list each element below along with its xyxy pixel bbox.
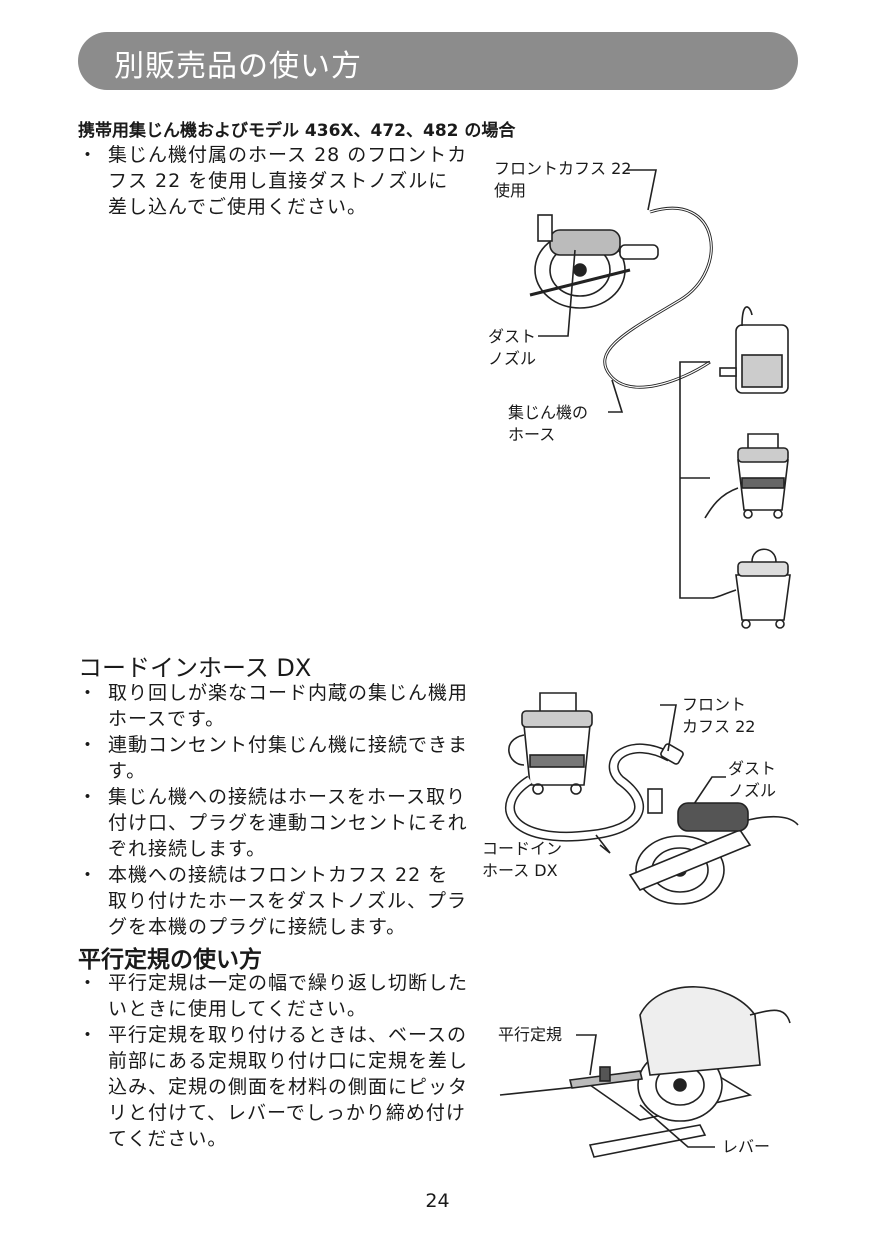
vacuum-hose-illustration	[529, 169, 791, 629]
page-title-bar: 別販売品の使い方	[78, 32, 798, 90]
label-vacuum-hose: 集じん機の ホース	[508, 403, 589, 444]
section3-heading: 平行定規の使い方	[78, 947, 262, 973]
label-cord-in-hose: コードイン ホース DX	[482, 839, 563, 880]
cord-in-hose-illustration	[505, 692, 799, 905]
list-item: 集じん機付属のホース 28 のフロントカフス 22 を使用し直接ダストノズルに差…	[78, 142, 468, 220]
parallel-guide-illustration	[499, 986, 791, 1158]
list-item: 本機への接続はフロントカフス 22 を取り付けたホースをダストノズル、プラグを本…	[78, 862, 468, 940]
label-dust-nozzle: ダスト ノズル	[728, 759, 777, 800]
page-title: 別販売品の使い方	[114, 49, 362, 84]
list-item: 平行定規は一定の幅で繰り返し切断したいときに使用してください。	[78, 970, 468, 1022]
label-front-cuff: フロントカフス 22 使用	[494, 159, 632, 200]
list-item: 取り回しが楽なコード内蔵の集じん機用ホースです。	[78, 680, 468, 732]
label-lever: レバー	[722, 1137, 771, 1156]
section2-heading: コードインホース DX	[78, 654, 312, 682]
list-item: 平行定規を取り付けるときは、ベースの前部にある定規取り付け口に定規を差し込み、定…	[78, 1022, 468, 1152]
section1-heading: 携帯用集じん機およびモデル 436X、472、482 の場合	[78, 121, 516, 141]
list-item: 連動コンセント付集じん機に接続できます。	[78, 732, 468, 784]
section3-bullets: 平行定規は一定の幅で繰り返し切断したいときに使用してください。 平行定規を取り付…	[78, 970, 468, 1152]
label-parallel-guide: 平行定規	[498, 1025, 563, 1044]
label-front-cuff: フロント カフス 22	[682, 695, 756, 736]
label-dust-nozzle: ダスト ノズル	[488, 327, 537, 368]
section2-bullets: 取り回しが楽なコード内蔵の集じん機用ホースです。 連動コンセント付集じん機に接続…	[78, 680, 468, 940]
list-item: 集じん機への接続はホースをホース取り付け口、プラグを連動コンセントにそれぞれ接続…	[78, 784, 468, 862]
page-number: 24	[425, 1190, 450, 1212]
section1-bullets: 集じん機付属のホース 28 のフロントカフス 22 を使用し直接ダストノズルに差…	[78, 142, 468, 220]
